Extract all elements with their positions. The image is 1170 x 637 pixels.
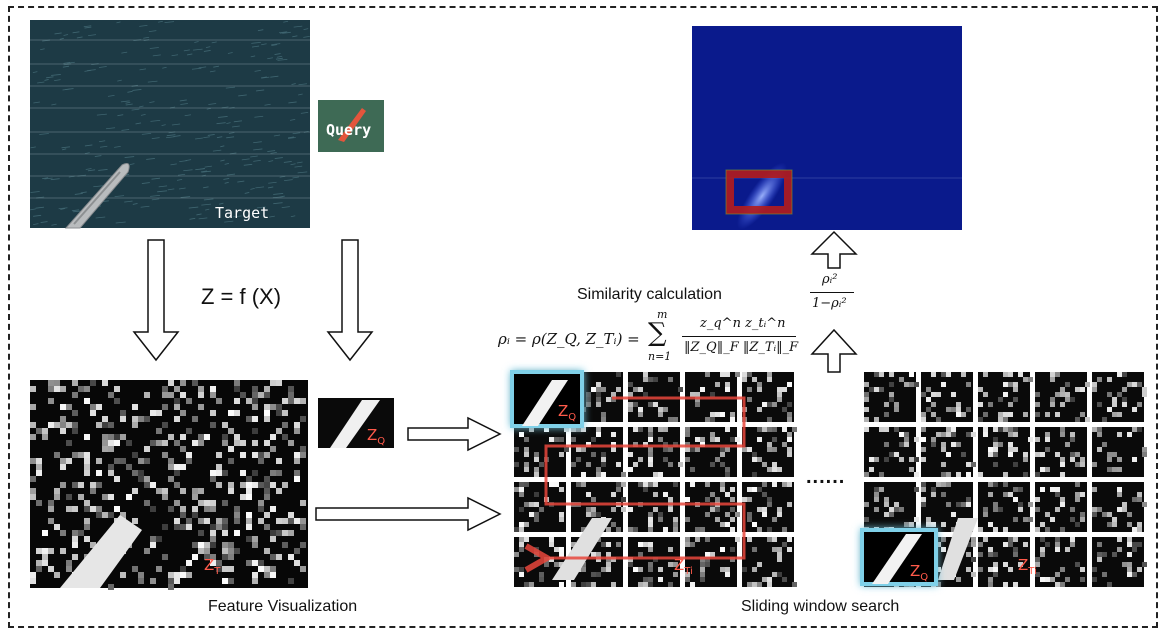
dashed-border: [8, 6, 1158, 628]
right-arrow-target: [315, 496, 502, 532]
side-formula-numerator: ρᵢ²: [822, 272, 838, 287]
zti-label-left: ZTi: [674, 556, 693, 577]
zt-label: ZT: [204, 556, 221, 577]
zq-label-query: ZQ: [367, 426, 386, 447]
ship-strip-right: [938, 518, 978, 580]
query-window-right: [860, 528, 938, 586]
up-arrow-upper: [810, 230, 858, 269]
query-feature-map: [318, 398, 394, 448]
down-arrow-right: [326, 239, 374, 362]
feature-visualization-caption: Feature Visualization: [208, 598, 358, 615]
query-window-left: [510, 370, 584, 428]
zq-label-grid-right: ZQ: [910, 562, 929, 583]
target-label: Target: [215, 204, 270, 222]
embedding-equation: Z = f (X): [201, 284, 282, 309]
query-label: Query: [326, 121, 372, 139]
formula-lhs: ρᵢ = ρ(Z_Q, Z_Tᵢ) =: [498, 330, 640, 348]
down-arrow-left: [132, 239, 180, 362]
formula-sum-bottom: n=1: [648, 350, 672, 363]
detection-box: [726, 170, 792, 214]
formula-sum-symbol: ∑: [648, 318, 667, 348]
ship-feature-icon: [60, 515, 142, 588]
sliding-grid-left: [514, 372, 797, 587]
side-formula-bar: [810, 292, 854, 293]
zti-label-right: ZTi: [1018, 556, 1037, 577]
query-ship-icon: [338, 108, 366, 142]
ship-strip-left: [552, 518, 612, 580]
search-path: [544, 396, 746, 558]
formula-numerator: z_q^n z_tᵢ^n: [700, 316, 786, 331]
target-feature-map: [30, 380, 308, 590]
ship-icon: [64, 163, 130, 229]
side-formula-denominator: 1−ρᵢ²: [812, 296, 847, 311]
target-image: [29, 20, 310, 229]
ellipsis: ......: [806, 466, 846, 488]
right-arrow-query: [407, 416, 502, 452]
up-arrow-lower: [810, 328, 858, 373]
formula-denominator: ‖Z_Q‖_F ‖Z_Tᵢ‖_F: [684, 340, 799, 355]
similarity-heatmap: [692, 26, 962, 230]
similarity-title: Similarity calculation: [577, 286, 722, 303]
sliding-grid-right: [864, 372, 1147, 587]
formula-fraction-bar: [682, 336, 796, 337]
sliding-window-caption: Sliding window search: [741, 598, 900, 615]
formula-sum-top: m: [657, 308, 668, 321]
zq-label-grid-left: ZQ: [558, 402, 577, 423]
query-image: [318, 100, 384, 152]
